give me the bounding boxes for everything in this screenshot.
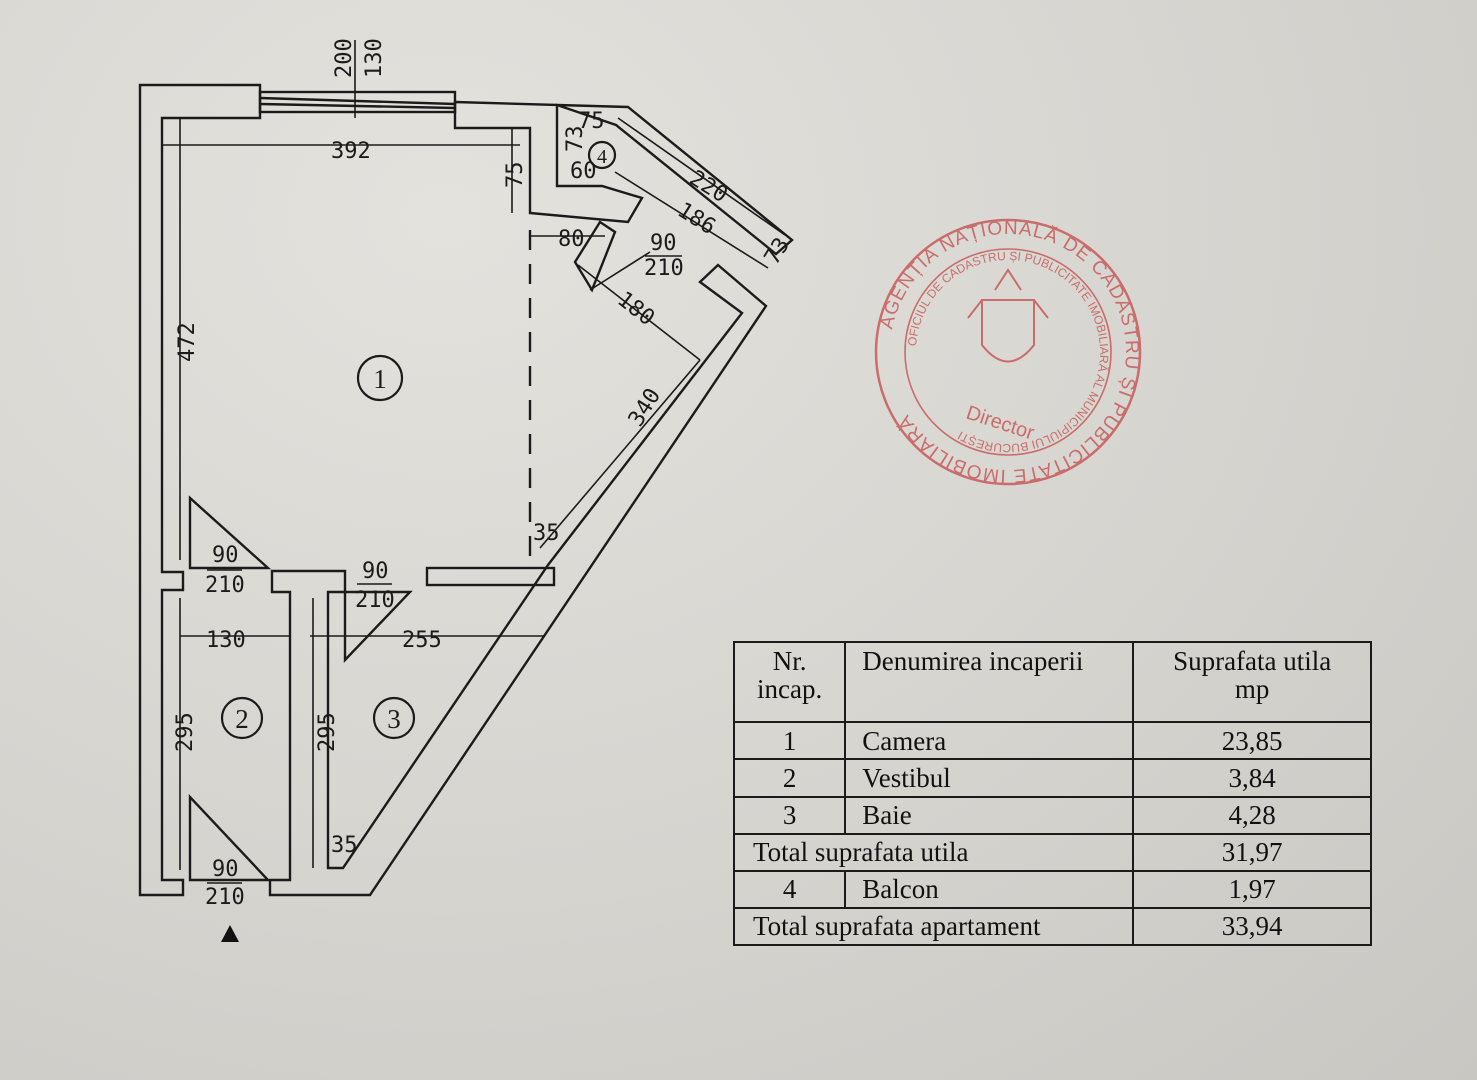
cell-total-apartment-label: Total suprafata apartament xyxy=(732,906,1135,947)
header-area-line1: Suprafata utila xyxy=(1173,646,1332,676)
cell-name: Vestibul xyxy=(844,758,1135,798)
door-vestibule-den: 210 xyxy=(205,573,245,598)
room-1-number: 1 xyxy=(373,364,387,394)
cell-name: Baie xyxy=(844,795,1135,835)
header-nr-line2: incap. xyxy=(757,674,823,704)
door-balcony-den: 210 xyxy=(644,256,684,281)
cell-name: Balcon xyxy=(844,869,1135,909)
room-1-marker xyxy=(356,354,404,402)
window-fraction-num: 200 xyxy=(332,38,357,78)
dim-130: 130 xyxy=(206,628,246,653)
cell-nr: 2 xyxy=(732,758,847,798)
room-3-number: 3 xyxy=(387,704,401,734)
window-fraction-den: 130 xyxy=(362,38,387,78)
header-nr-line1: Nr. xyxy=(772,646,807,676)
cell-nr: 3 xyxy=(732,795,847,835)
door-entrance-num: 90 xyxy=(212,857,239,882)
dim-75-side: 75 xyxy=(503,162,528,189)
door-entrance-swing xyxy=(188,793,271,882)
door-bath-den: 210 xyxy=(355,588,395,613)
room-4-number: 4 xyxy=(597,146,607,168)
table-row-balcony: 4 Balcon 1,97 xyxy=(732,869,1372,909)
cell-nr: 4 xyxy=(732,869,847,909)
dim-295-right: 295 xyxy=(315,712,340,752)
cell-name: Camera xyxy=(844,721,1135,761)
wall-diagonal xyxy=(268,263,768,897)
cell-area: 1,97 xyxy=(1132,869,1372,909)
table-row: 3 Baie 4,28 xyxy=(732,795,1372,835)
cell-total-useful-area: 31,97 xyxy=(1132,832,1372,872)
dim-35-bottom: 35 xyxy=(331,833,358,858)
header-area: Suprafata utila mp xyxy=(1132,640,1372,724)
header-nr: Nr. incap. xyxy=(732,640,847,724)
cell-nr: 1 xyxy=(732,721,847,761)
dim-295-left: 295 xyxy=(173,712,198,752)
dim-35-top: 35 xyxy=(533,521,560,546)
north-arrow-icon xyxy=(221,925,239,942)
dim-255: 255 xyxy=(402,628,442,653)
door-vestibule-swing xyxy=(188,495,272,570)
dim-472: 472 xyxy=(175,322,200,362)
wall-top-right xyxy=(453,100,794,256)
header-area-unit: mp xyxy=(1234,674,1270,704)
dim-75-top: 75 xyxy=(578,109,605,134)
area-table: Nr. incap. Denumirea incaperii Suprafata… xyxy=(732,640,1372,947)
table-row-total-useful: Total suprafata utila 31,97 xyxy=(732,832,1372,872)
dim-392: 392 xyxy=(331,139,371,164)
cell-total-apartment-area: 33,94 xyxy=(1132,906,1372,947)
official-stamp: AGENȚIA NAȚIONALĂ DE CADASTRU ȘI PUBLICI… xyxy=(874,218,1142,486)
dim-80: 80 xyxy=(558,227,585,252)
dim-180: 180 xyxy=(612,287,659,331)
door-balcony-num: 90 xyxy=(650,231,677,256)
table-header-row: Nr. incap. Denumirea incaperii Suprafata… xyxy=(732,640,1372,724)
coat-of-arms-icon xyxy=(967,268,1049,363)
cell-area: 23,85 xyxy=(1132,721,1372,761)
door-entrance-den: 210 xyxy=(205,885,245,910)
partition-wall xyxy=(425,566,556,587)
room-4-marker xyxy=(587,140,617,170)
door-vestibule-num: 90 xyxy=(212,543,239,568)
door-bath-num: 90 xyxy=(362,559,389,584)
cell-area: 4,28 xyxy=(1132,795,1372,835)
table-row: 2 Vestibul 3,84 xyxy=(732,758,1372,798)
door-bath-swing xyxy=(343,590,413,663)
table-row: 1 Camera 23,85 xyxy=(732,721,1372,761)
cell-total-useful-label: Total suprafata utila xyxy=(732,832,1135,872)
header-name: Denumirea incaperii xyxy=(844,640,1135,724)
room-2-marker xyxy=(220,696,264,740)
room-2-number: 2 xyxy=(235,704,249,734)
cell-area: 3,84 xyxy=(1132,758,1372,798)
wall-left xyxy=(138,83,262,897)
dim-73-top: 73 xyxy=(563,126,588,153)
table-row-total-apartment: Total suprafata apartament 33,94 xyxy=(732,906,1372,947)
room-3-marker xyxy=(372,696,416,740)
